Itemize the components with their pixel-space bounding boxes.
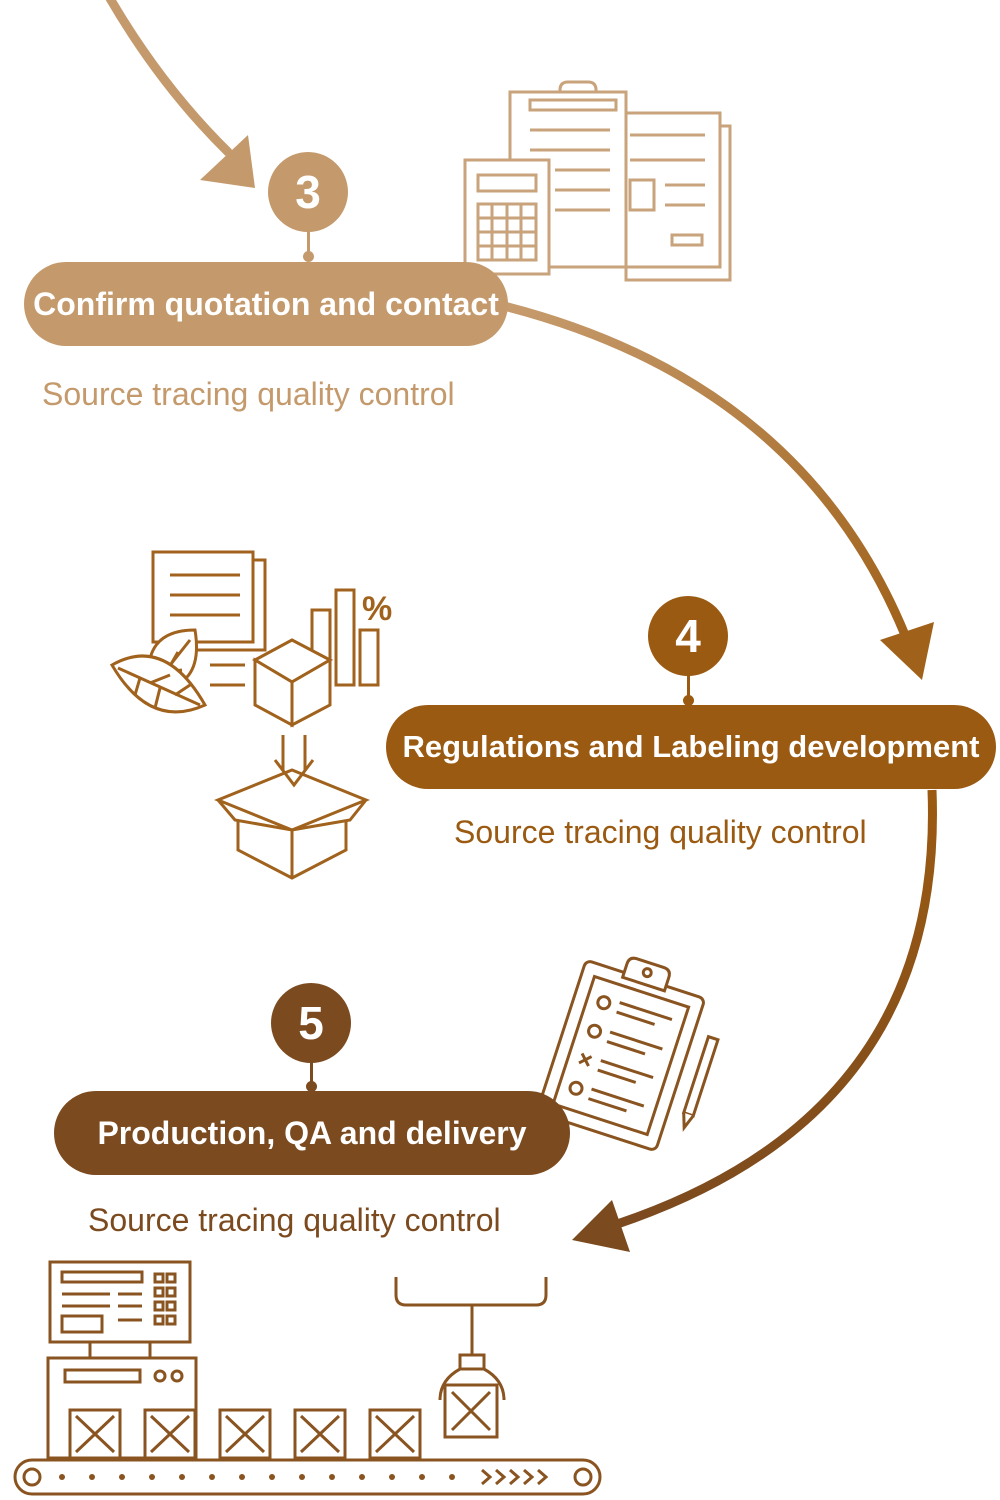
- step-5-subtitle: Source tracing quality control: [88, 1202, 501, 1238]
- step-4-subtitle: Source tracing quality control: [454, 814, 867, 850]
- production-line-icon: [13, 1260, 602, 1496]
- step-5-number-badge: 5: [271, 983, 351, 1063]
- step-4-number-badge: 4: [648, 596, 728, 676]
- step-4-title-pill: Regulations and Labeling development: [386, 705, 996, 789]
- step-5-connector: [306, 1060, 317, 1092]
- step-3-connector: [303, 230, 314, 262]
- step-3-number-badge: 3: [268, 152, 348, 232]
- step-4-connector: [683, 674, 694, 706]
- step-3-subtitle: Source tracing quality control: [42, 376, 455, 412]
- percent-symbol: %: [362, 590, 392, 628]
- product-development-icon: [109, 550, 380, 880]
- conveyor-rollers: [59, 1474, 455, 1480]
- arrow-step-4-to-5: [572, 789, 937, 1252]
- documents-calculator-icon: [463, 80, 732, 282]
- checklist-clipboard-icon: [536, 956, 720, 1151]
- step-3-title-pill: Confirm quotation and contact: [24, 262, 508, 346]
- step-5-title-pill: Production, QA and delivery: [54, 1091, 570, 1175]
- arrow-step-3-to-4: [498, 300, 934, 680]
- arrow-into-step-3: [105, 0, 255, 188]
